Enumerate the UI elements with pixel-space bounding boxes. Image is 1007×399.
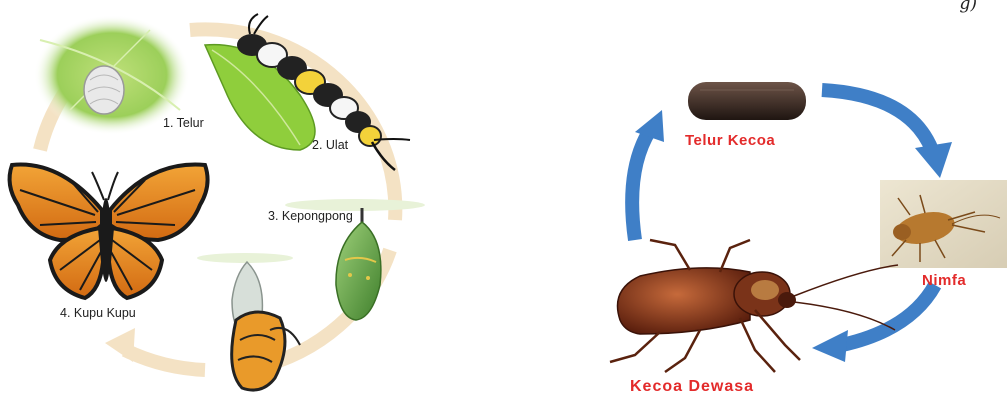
arrow-head-nymph-to-adult — [812, 330, 848, 362]
stage-label-egg-case: Telur Kecoa — [685, 132, 775, 149]
butterfly-cycle-illustration — [0, 0, 430, 399]
stage-label-caterpillar: 2. Ulat — [312, 138, 348, 152]
stage-label-egg: 1. Telur — [163, 116, 204, 130]
butterfly-life-cycle-diagram: 1. Telur 2. Ulat 3. Kepongpong 4. Kupu K… — [0, 0, 430, 399]
arrow-adult-to-egg — [632, 130, 650, 240]
arrow-egg-to-nymph — [822, 90, 932, 150]
stage-label-butterfly: 4. Kupu Kupu — [60, 306, 136, 320]
nymph-photo — [880, 180, 1007, 268]
stage-label-nymph: Nimfa — [922, 272, 966, 289]
cockroach-egg-case — [688, 82, 806, 120]
cockroach-life-cycle-diagram: Telur Kecoa Nimfa Kecoa Dewasa — [580, 0, 1007, 399]
adult-cockroach — [610, 240, 898, 372]
arrow-head-egg-to-nymph — [915, 142, 952, 178]
adult-butterfly — [10, 165, 208, 298]
corner-label: g) — [959, 0, 977, 14]
stage-label-adult-cockroach: Kecoa Dewasa — [630, 378, 754, 396]
cockroach-cycle-illustration — [580, 0, 1007, 399]
stage-label-chrysalis: 3. Kepongpong — [268, 209, 353, 223]
emerging-butterfly — [197, 253, 300, 390]
arrow-nymph-to-adult — [842, 285, 935, 345]
